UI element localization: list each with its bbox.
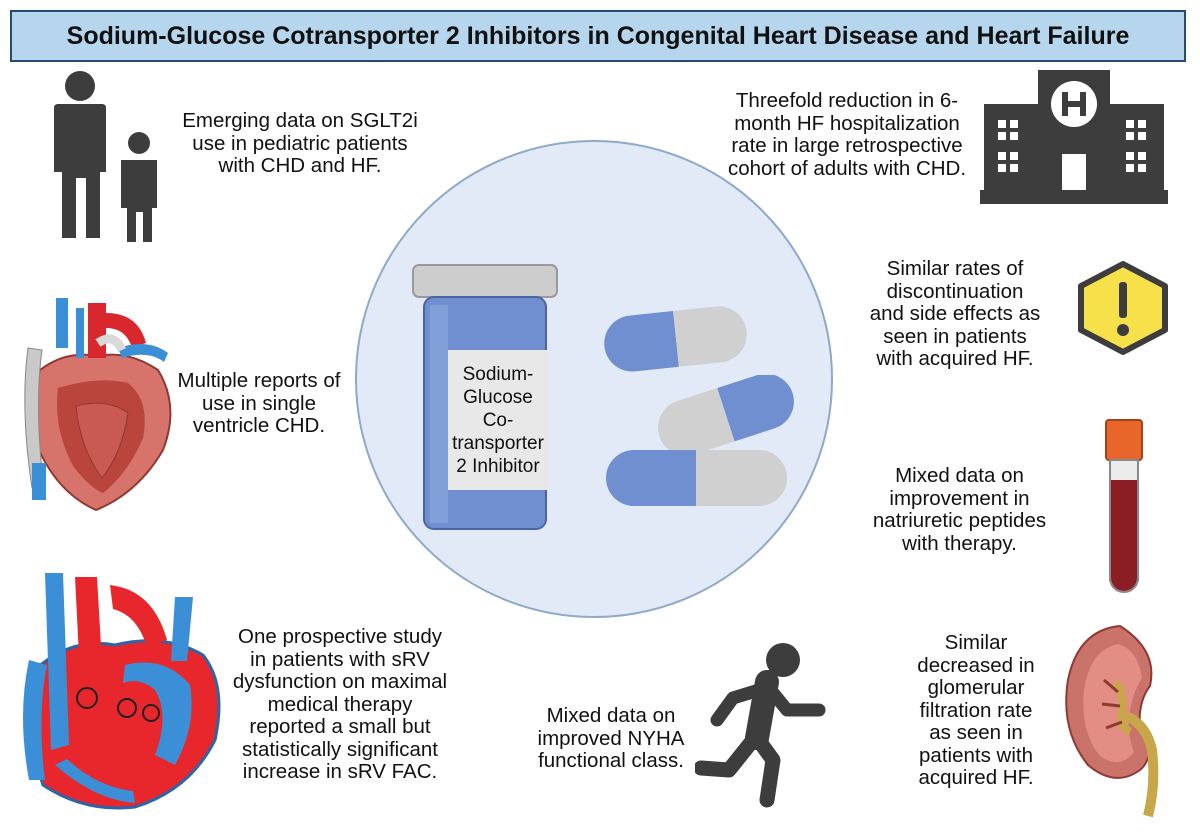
page-title: Sodium-Glucose Cotransporter 2 Inhibitor… [66, 21, 1130, 50]
hospital-icon [980, 70, 1168, 204]
pediatric-finding: Emerging data on SGLT2i use in pediatric… [182, 109, 418, 177]
gfr-finding: Similar decreased in glomerular filtrati… [917, 631, 1035, 789]
srv-finding: One prospective study in patients with s… [232, 625, 448, 783]
hospitalization-finding: Threefold reduction in 6- month HF hospi… [727, 89, 967, 180]
people-icon [54, 71, 157, 242]
side-effects-finding: Similar rates of discontinuation and sid… [869, 257, 1041, 370]
running-person-icon [695, 643, 826, 808]
capsule-icon [604, 306, 747, 372]
title-banner: Sodium-Glucose Cotransporter 2 Inhibitor… [10, 10, 1186, 62]
single-ventricle-finding: Multiple reports of use in single ventri… [177, 369, 341, 437]
peptides-finding: Mixed data on improvement in natriuretic… [872, 464, 1047, 555]
drug-label-card: Sodium- Glucose Co- transporter 2 Inhibi… [448, 350, 548, 490]
single-ventricle-heart-icon [24, 298, 172, 512]
heart-anatomy-icon [23, 573, 221, 810]
capsule-icon [658, 375, 794, 455]
warning-icon [1078, 261, 1168, 355]
nyha-finding: Mixed data on improved NYHA functional c… [537, 704, 685, 772]
kidney-icon [1065, 624, 1159, 818]
blood-tube-icon [1105, 419, 1143, 593]
capsule-icon [606, 450, 787, 506]
